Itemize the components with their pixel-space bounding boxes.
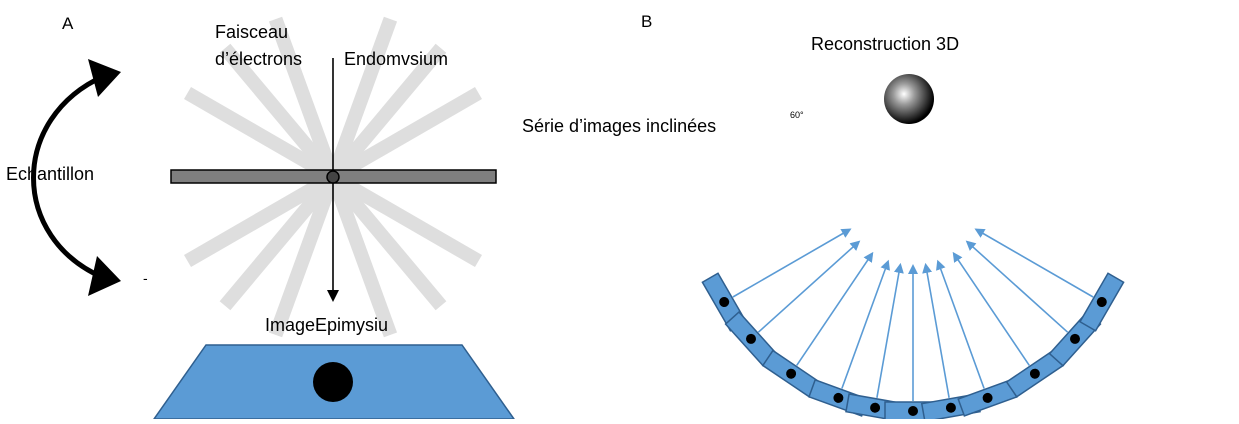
projection-dot [786, 368, 797, 379]
image-projection-dot [313, 362, 353, 402]
sample-label: Echantillon [6, 164, 95, 184]
tick-mark: - [143, 270, 148, 286]
beam-label-line1: Faisceau [215, 22, 289, 42]
projection-arrow-8 [936, 259, 985, 389]
image-label: ImageEpimysiu [265, 315, 389, 335]
projection-arrows [732, 228, 1094, 401]
projection-arrow-11 [974, 228, 1094, 298]
projection-arrow-7 [922, 262, 950, 398]
tilt-series-label: Série d’images inclinées [522, 116, 717, 136]
projection-arrow-10 [965, 240, 1069, 333]
projection-arrow-1 [732, 228, 852, 298]
rotation-arrowhead-bottom [88, 256, 121, 296]
rotation-arrowhead-top [88, 59, 121, 97]
projection-dot [908, 406, 918, 416]
reconstruction-sphere [884, 74, 934, 124]
projection-dot [833, 392, 844, 403]
projection-arrow-4 [841, 259, 890, 389]
projection-dot [719, 297, 730, 307]
projection-dot [1029, 368, 1040, 379]
projection-dot [870, 402, 881, 413]
sample-center-dot [326, 170, 340, 184]
panel-a-letter: A [62, 14, 74, 33]
projection-dot [982, 392, 993, 403]
angle-label: 60° [790, 110, 804, 120]
projection-dot [746, 333, 756, 344]
projection-arrow-5 [876, 262, 904, 398]
projection-arrow-9 [952, 251, 1030, 366]
projection-dot [945, 402, 956, 413]
projection-dot [1096, 297, 1107, 307]
tilt-rotation-arrow [31, 73, 106, 281]
beam-label-line2: d’électrons [215, 49, 303, 69]
panel-b-letter: B [641, 12, 653, 31]
projection-arrow-2 [757, 240, 861, 333]
projection-dot [1070, 333, 1080, 344]
reconstruction-label: Reconstruction 3D [811, 34, 960, 54]
tilt-detector-11 [1078, 272, 1125, 332]
membrane-label: Endomvsium [344, 49, 449, 69]
tilt-detectors [701, 272, 1125, 423]
projection-arrow-3 [796, 251, 874, 366]
